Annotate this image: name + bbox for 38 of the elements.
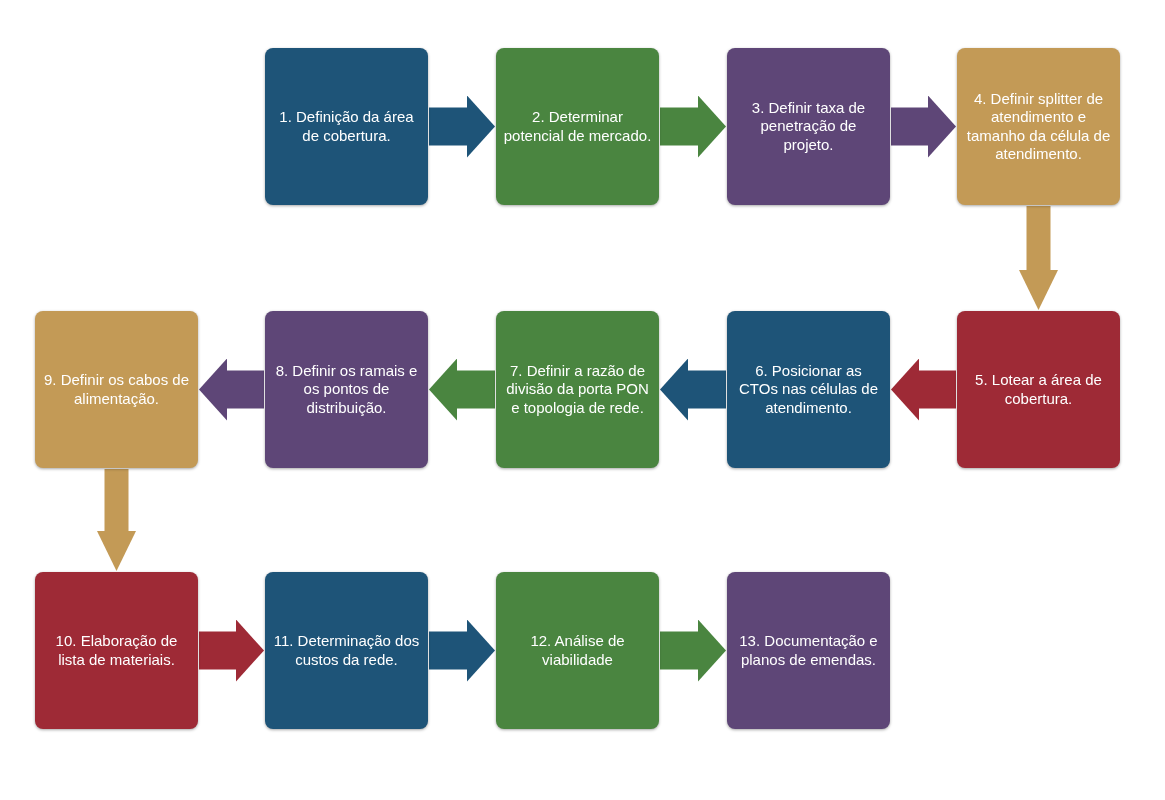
block-arrow <box>891 95 956 158</box>
process-box <box>265 572 428 729</box>
process-box <box>496 311 659 468</box>
block-arrow <box>660 95 726 158</box>
process-box <box>957 311 1120 468</box>
step-label: 6. Posicionar as CTOs nas células de atendimento. <box>738 362 879 417</box>
process-box <box>35 572 198 729</box>
process-box <box>496 48 659 205</box>
block-arrow <box>429 95 495 158</box>
block-arrow <box>660 358 726 421</box>
process-box <box>727 48 890 205</box>
step-label: 9. Definir os cabos de alimentação. <box>42 371 191 408</box>
step-label: 1. Definição da área de cobertura. <box>278 108 415 145</box>
block-arrow <box>429 358 495 421</box>
step-label: 12. Análise de viabilidade <box>529 632 626 669</box>
step-label: 2. Determinar potencial de mercado. <box>503 108 652 145</box>
step-label: 8. Definir os ramais e os pontos de distribuição. <box>274 362 419 417</box>
step-label: 7. Definir a razão de divisão da porta PON e topologia de rede. <box>505 362 650 417</box>
block-arrow <box>660 619 726 682</box>
block-arrow <box>97 469 136 571</box>
process-box <box>265 48 428 205</box>
step-label: 4. Definir splitter de atendimento e tamanho da célula de atendimento. <box>965 89 1112 164</box>
process-box <box>265 311 428 468</box>
process-box <box>496 572 659 729</box>
block-arrow <box>199 358 264 421</box>
step-label: 11. Determinação dos custos da rede. <box>272 632 421 669</box>
block-arrow <box>429 619 495 682</box>
block-arrow <box>891 358 956 421</box>
block-arrow <box>1019 206 1058 310</box>
process-box <box>35 311 198 468</box>
step-label: 3. Definir taxa de penetração de projeto. <box>750 99 867 154</box>
process-box <box>957 48 1120 205</box>
step-label: 13. Documentação e planos de emendas. <box>738 632 879 669</box>
block-arrow <box>199 619 264 682</box>
step-label: 10. Elaboração de lista de materiais. <box>54 632 179 669</box>
process-box <box>727 311 890 468</box>
step-label: 5. Lotear a área de cobertura. <box>974 371 1103 408</box>
process-box <box>727 572 890 729</box>
